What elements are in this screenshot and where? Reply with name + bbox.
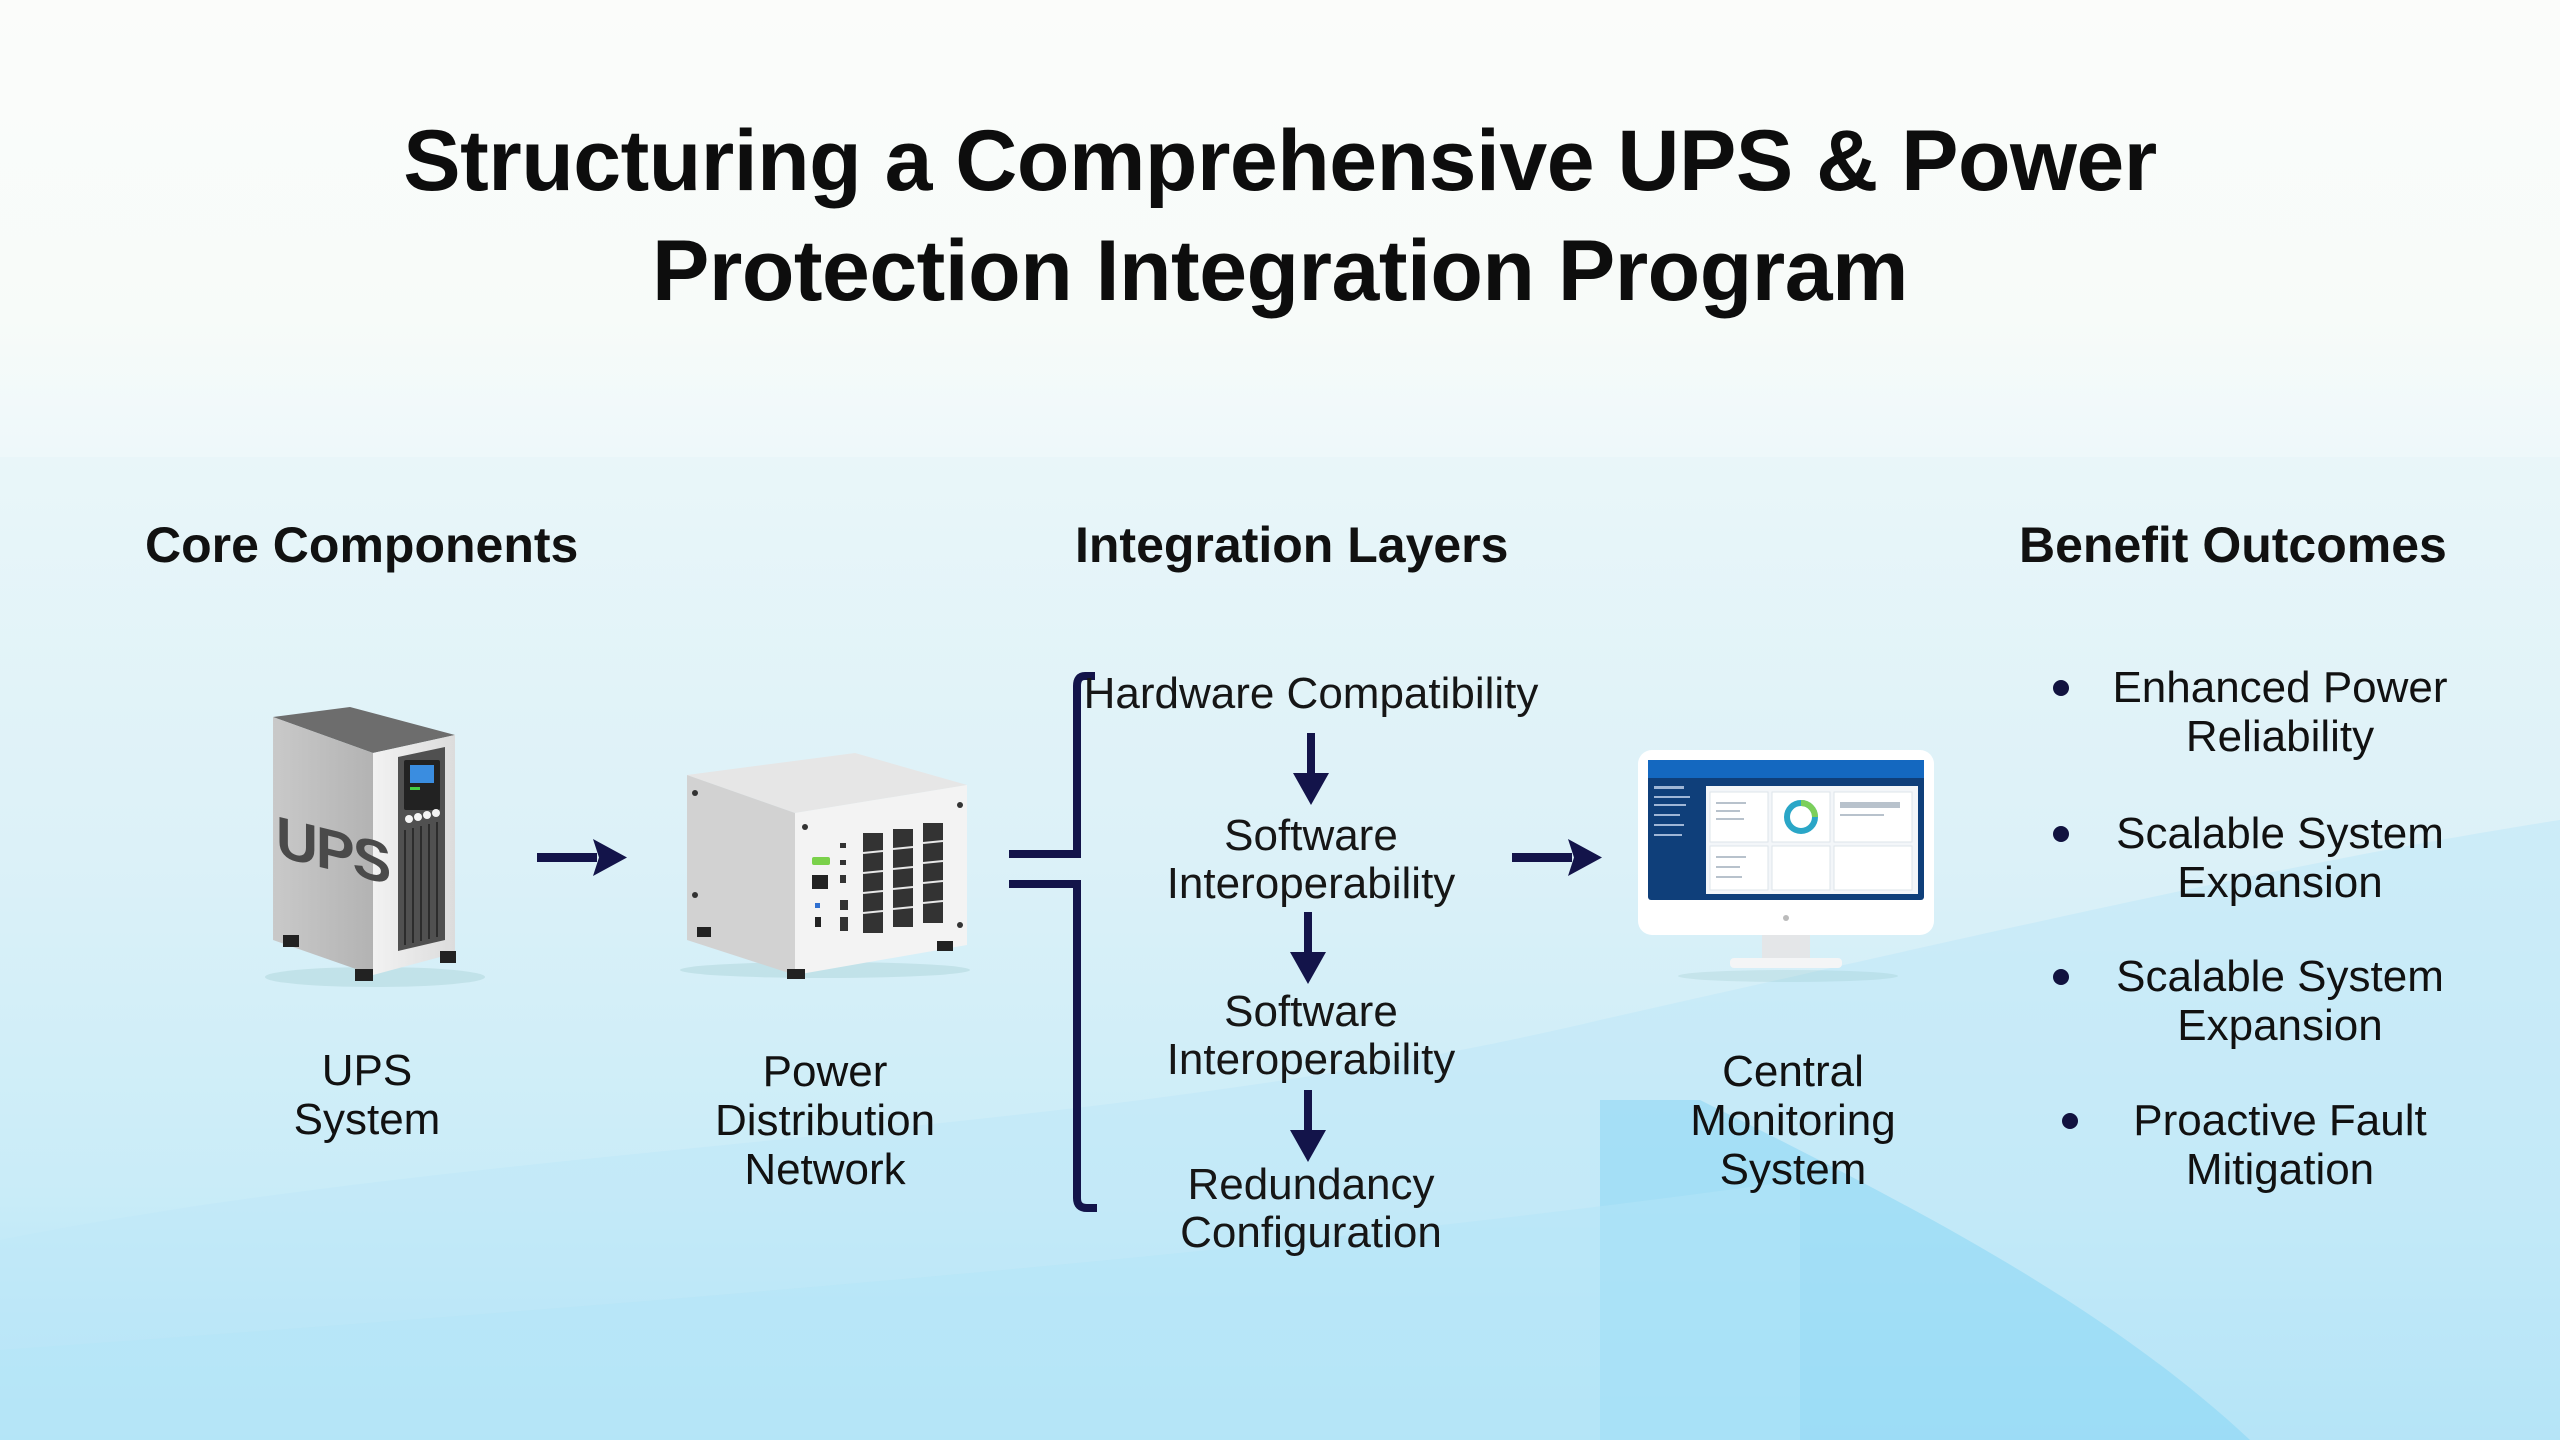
bracket-connector xyxy=(1009,672,1097,1212)
layer-line: Hardware Compatibility xyxy=(1083,669,1539,718)
benefit-line: Reliability xyxy=(2185,712,2375,761)
arrow-right-icon xyxy=(1512,839,1602,876)
bullet-icon xyxy=(2053,680,2069,696)
benefit-line: Expansion xyxy=(2177,1001,2383,1050)
layer-software-interoperability-2: Software Interoperability xyxy=(1061,988,1561,1084)
benefit-line: Scalable System xyxy=(2116,809,2444,858)
bullet-icon xyxy=(2053,826,2069,842)
label-line: Power xyxy=(762,1047,888,1096)
label-line: Network xyxy=(744,1145,906,1194)
layer-software-interoperability-1: Software Interoperability xyxy=(1061,812,1561,908)
arrow-down-icon xyxy=(1293,733,1329,805)
layer-line: Interoperability xyxy=(1166,1035,1456,1084)
title-band xyxy=(0,0,2560,457)
label-power-distribution-network: Power Distribution Network xyxy=(700,1047,950,1194)
label-ups-system: UPS System xyxy=(267,1046,467,1144)
label-line: System xyxy=(293,1095,441,1144)
layer-redundancy-configuration: Redundancy Configuration xyxy=(1061,1161,1561,1257)
layer-line: Software xyxy=(1224,811,1398,860)
benefit-line: Scalable System xyxy=(2116,952,2444,1001)
page-title-line-2: Protection Integration Program xyxy=(651,223,1909,319)
benefit-line: Proactive Fault xyxy=(2133,1096,2427,1145)
benefit-text: Scalable System Expansion xyxy=(2080,809,2480,907)
bullet-icon xyxy=(2062,1113,2078,1129)
arrow-right-icon xyxy=(537,839,627,876)
layer-line: Configuration xyxy=(1180,1208,1442,1257)
layer-line: Interoperability xyxy=(1166,859,1456,908)
benefit-line: Enhanced Power xyxy=(2112,663,2448,712)
heading-benefit-outcomes: Benefit Outcomes xyxy=(2019,517,2447,573)
benefit-text: Enhanced Power Reliability xyxy=(2080,663,2480,761)
label-line: Monitoring xyxy=(1690,1096,1896,1145)
label-line: Distribution xyxy=(714,1096,936,1145)
layer-line: Software xyxy=(1224,987,1398,1036)
label-line: Central xyxy=(1722,1047,1864,1096)
benefit-line: Expansion xyxy=(2177,858,2383,907)
page-title-line-1: Structuring a Comprehensive UPS & Power xyxy=(403,113,2157,209)
label-line: System xyxy=(1719,1145,1867,1194)
label-central-monitoring-system: Central Monitoring System xyxy=(1668,1047,1918,1194)
layer-hardware-compatibility: Hardware Compatibility xyxy=(1061,670,1561,718)
arrow-down-icon xyxy=(1290,1090,1326,1162)
heading-core-components: Core Components xyxy=(145,517,579,573)
bullet-icon xyxy=(2053,969,2069,985)
label-line: UPS xyxy=(321,1046,413,1095)
benefit-text: Scalable System Expansion xyxy=(2080,952,2480,1050)
heading-integration-layers: Integration Layers xyxy=(1075,517,1509,573)
monitor-dashboard-icon xyxy=(1638,750,1934,982)
ups-tower-icon xyxy=(265,707,485,987)
arrow-down-icon xyxy=(1290,912,1326,984)
benefit-line: Mitigation xyxy=(2185,1145,2375,1194)
layer-line: Redundancy xyxy=(1187,1160,1435,1209)
benefit-text: Proactive Fault Mitigation xyxy=(2080,1096,2480,1194)
power-distribution-unit-icon xyxy=(680,753,970,979)
